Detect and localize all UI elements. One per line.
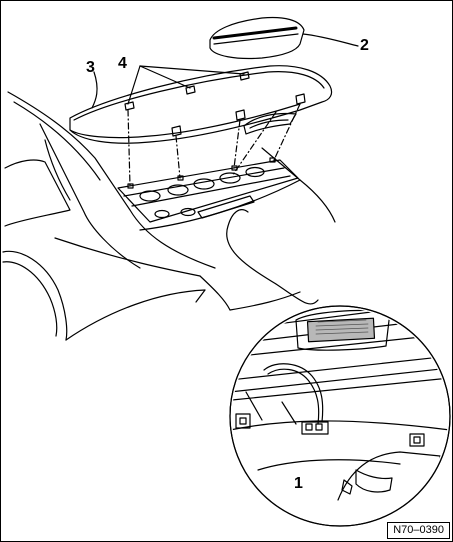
- mounting-lines: [127, 103, 301, 187]
- parcel-shelf: [69, 65, 333, 144]
- car-body: [2, 91, 336, 341]
- detail-view: [229, 305, 451, 527]
- figure-code: N70–0390: [387, 522, 450, 539]
- callout-1: 1: [294, 475, 303, 492]
- callout-2: 2: [360, 37, 369, 54]
- detail-connector: [226, 209, 319, 305]
- brake-light: [209, 16, 305, 60]
- callout-3: 3: [86, 59, 95, 76]
- callout-4: 4: [118, 55, 127, 72]
